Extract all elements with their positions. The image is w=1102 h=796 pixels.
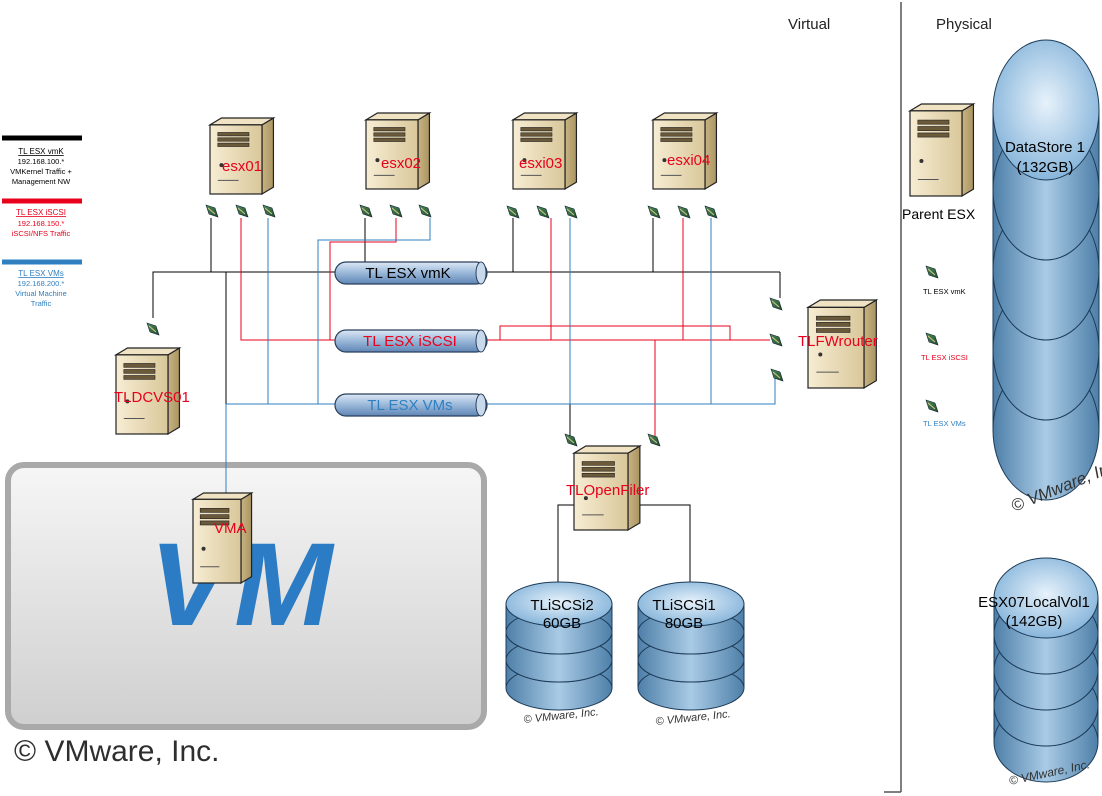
server-esx01-icon: [207, 116, 276, 196]
nic-icon: [262, 204, 276, 218]
legend-vms-title: TL ESX VMs: [18, 269, 64, 278]
nic-icon: [647, 433, 661, 447]
storage-iscsi2-size: 60GB: [543, 615, 581, 632]
storage-ds1-name: DataStore 1: [1005, 139, 1085, 156]
server-openfiler-label: TLOpenFiler: [566, 482, 649, 499]
physical-nic-vms-label: TL ESX VMs: [923, 419, 966, 428]
storage-local-name: ESX07LocalVol1: [978, 594, 1090, 611]
nic-icon: [925, 265, 939, 279]
nic-icon: [704, 205, 718, 219]
nic-icon: [506, 205, 520, 219]
network-iscsi-label: TL ESX iSCSI: [363, 333, 457, 350]
storage-ds1-disk: [992, 39, 1100, 501]
nic-icon: [146, 322, 160, 336]
server-esx02-icon: [363, 111, 432, 191]
network-vms-pipe: TL ESX VMs: [334, 393, 488, 417]
storage-iscsi1-name: TLiSCSi1: [652, 597, 715, 614]
server-esxi04-label: esxi04: [667, 152, 710, 169]
nic-icon: [359, 204, 373, 218]
vmware-copyright-iscsi1: © VMware, Inc.: [655, 708, 731, 728]
server-dcvs-label: TLDCVS01: [114, 389, 190, 406]
nic-icon: [677, 205, 691, 219]
network-iscsi-pipe: TL ESX iSCSI: [334, 329, 488, 353]
storage-ds1-size: (132GB): [1017, 159, 1074, 176]
nic-icon: [769, 297, 783, 311]
storage-iscsi1-size: 80GB: [665, 615, 703, 632]
server-esxi03-label: esxi03: [519, 155, 562, 172]
nic-icon: [205, 204, 219, 218]
nic-icon: [769, 333, 783, 347]
storage-iscsi1-disk: [637, 581, 745, 711]
legend: TL ESX vmK 192.168.100.* VMKernel Traffi…: [2, 135, 82, 308]
legend-vmk-title: TL ESX vmK: [18, 147, 64, 156]
server-esx01-label: esx01: [222, 158, 262, 175]
network-wires: [152, 218, 781, 600]
legend-iscsi-subnet: 192.168.150.*: [18, 219, 65, 228]
server-vma-label: VMA: [214, 520, 247, 537]
nic-icon: [564, 205, 578, 219]
legend-vms-desc1: Virtual Machine: [15, 289, 67, 298]
legend-vms-subnet: 192.168.200.*: [18, 279, 65, 288]
legend-vms-desc2: Traffic: [31, 299, 52, 308]
physical-heading: Physical: [936, 16, 992, 33]
nic-icon: [389, 204, 403, 218]
server-openfiler-icon: [571, 444, 643, 532]
network-vmk-pipe: TL ESX vmK: [334, 261, 488, 285]
nic-icon: [647, 205, 661, 219]
storage-iscsi2-disk: [505, 581, 613, 711]
nic-icon: [564, 433, 578, 447]
legend-iscsi-title: TL ESX iSCSI: [16, 208, 66, 217]
network-vmk-label: TL ESX vmK: [365, 265, 450, 282]
server-parent-label: Parent ESX: [902, 206, 976, 222]
legend-vmk-subnet: 192.168.100.*: [18, 157, 65, 166]
virtual-heading: Virtual: [788, 16, 830, 33]
server-esxi03-icon: [510, 111, 579, 191]
storage-local-size: (142GB): [1006, 613, 1063, 630]
vmware-copyright-iscsi2: © VMware, Inc.: [523, 706, 599, 726]
legend-vmk-desc2: Management NW: [12, 177, 71, 186]
server-router-icon: [805, 298, 879, 390]
physical-nic-vmk-label: TL ESX vmK: [923, 287, 966, 296]
vmware-copyright-large: © VMware, Inc.: [14, 735, 220, 768]
nic-icon: [235, 204, 249, 218]
nic-icon: [770, 368, 784, 382]
nic-icon: [925, 332, 939, 346]
physical-nic-iscsi-label: TL ESX iSCSI: [921, 353, 968, 362]
nic-icon: [418, 204, 432, 218]
server-esxi04-icon: [650, 111, 719, 191]
storage-iscsi2-name: TLiSCSi2: [530, 597, 593, 614]
network-vms-label: TL ESX VMs: [367, 397, 452, 414]
server-router-label: TLFWrouter: [798, 333, 878, 350]
nic-icon: [536, 205, 550, 219]
storage-local-disk: [993, 557, 1099, 783]
nic-icon: [925, 399, 939, 413]
legend-iscsi-desc1: iSCSI/NFS Traffic: [12, 229, 71, 238]
server-vma-icon: [190, 491, 254, 585]
server-esx02-label: esx02: [381, 155, 421, 172]
vm-logo-panel: VM: [5, 462, 487, 730]
legend-vmk-desc1: VMKernel Traffic +: [10, 167, 72, 176]
server-dcvs-icon: [113, 346, 182, 436]
server-parent-icon: [907, 102, 976, 198]
